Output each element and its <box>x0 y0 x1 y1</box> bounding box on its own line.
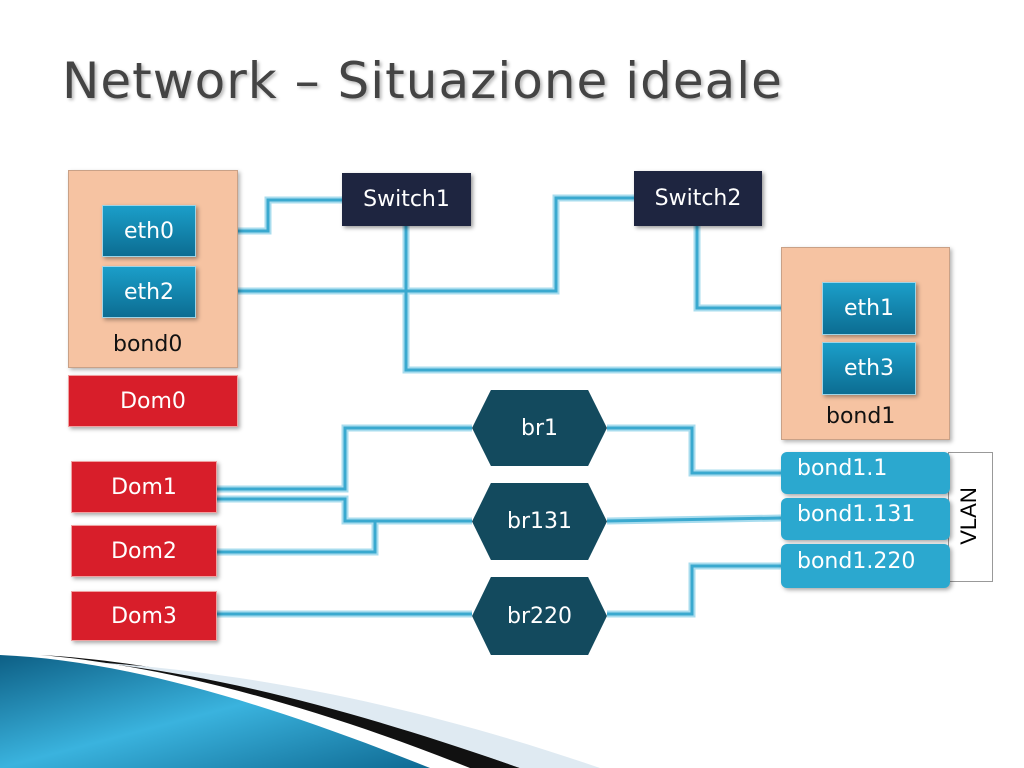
dom0-box[interactable]: Dom0 <box>68 375 238 427</box>
eth2-box[interactable]: eth2 <box>102 266 196 318</box>
slide-title: Network – Situazione ideale <box>62 52 783 110</box>
bond1-label: bond1 <box>826 404 896 429</box>
br131-bridge[interactable]: br131 <box>472 483 607 560</box>
dom3-box[interactable]: Dom3 <box>71 591 217 641</box>
vlan-bond1-131[interactable]: bond1.131 <box>781 498 950 540</box>
dom1-box[interactable]: Dom1 <box>71 461 217 513</box>
eth0-box[interactable]: eth0 <box>102 205 196 257</box>
eth1-box[interactable]: eth1 <box>822 282 916 335</box>
br1-bridge[interactable]: br1 <box>472 390 607 466</box>
vlan-bond1-220[interactable]: bond1.220 <box>781 544 950 588</box>
vlan-bond1-1[interactable]: bond1.1 <box>781 452 950 494</box>
bond0-label: bond0 <box>113 332 183 357</box>
switch1-box[interactable]: Switch1 <box>342 173 471 226</box>
switch2-box[interactable]: Switch2 <box>634 171 762 226</box>
eth3-box[interactable]: eth3 <box>822 342 916 395</box>
br220-bridge[interactable]: br220 <box>472 577 607 655</box>
dom2-box[interactable]: Dom2 <box>71 525 217 577</box>
